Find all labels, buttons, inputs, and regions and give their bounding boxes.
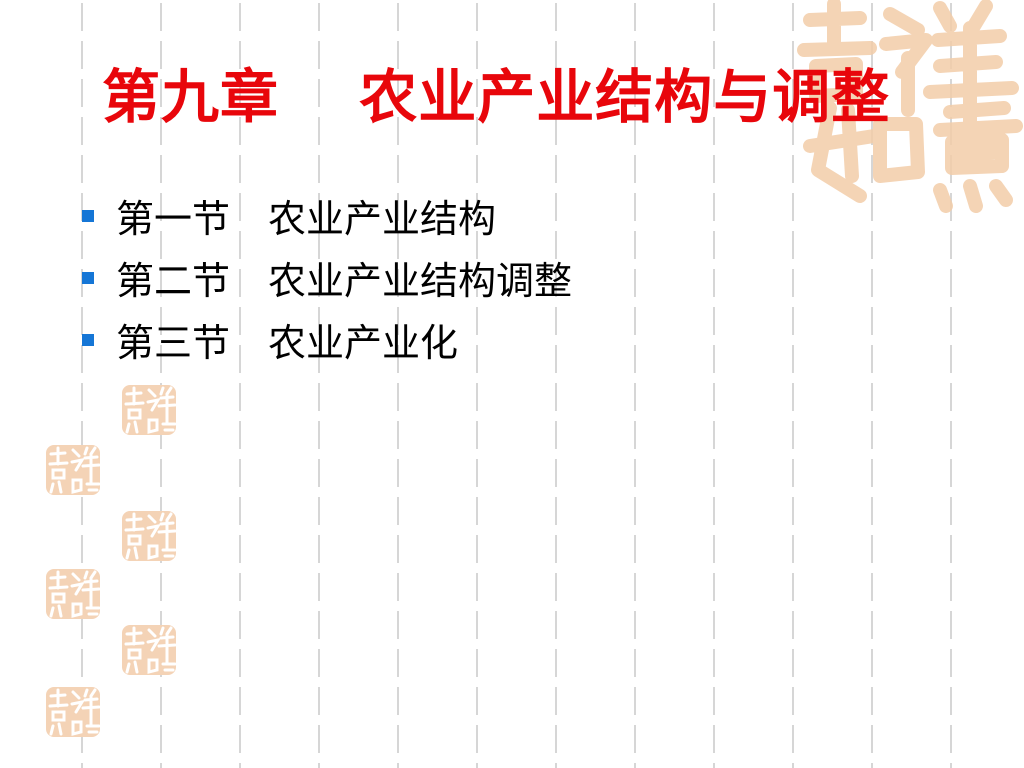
- section-list: 第一节 农业产业结构 第二节 农业产业结构调整 第三节 农业产业化: [82, 188, 572, 374]
- decorative-seal-2: [46, 445, 101, 495]
- list-item: 第二节 农业产业结构调整: [82, 250, 572, 312]
- decorative-seal-3: [122, 511, 177, 561]
- list-item-label: 第一节 农业产业结构: [116, 197, 497, 241]
- square-bullet-icon: [82, 272, 94, 284]
- list-item: 第一节 农业产业结构: [82, 188, 572, 250]
- list-item-label: 第二节 农业产业结构调整: [116, 259, 573, 303]
- square-bullet-icon: [82, 334, 94, 346]
- list-item: 第三节 农业产业化: [82, 312, 572, 374]
- slide-title: 第九章 农业产业结构与调整: [102, 63, 891, 131]
- decorative-seal-1: [122, 385, 177, 435]
- list-item-label: 第三节 农业产业化: [116, 321, 459, 365]
- square-bullet-icon: [82, 210, 94, 222]
- decorative-seal-large: [797, 0, 1023, 213]
- decorative-seal-6: [46, 687, 101, 737]
- decorative-seal-4: [46, 569, 101, 619]
- decorative-seal-5: [122, 625, 177, 675]
